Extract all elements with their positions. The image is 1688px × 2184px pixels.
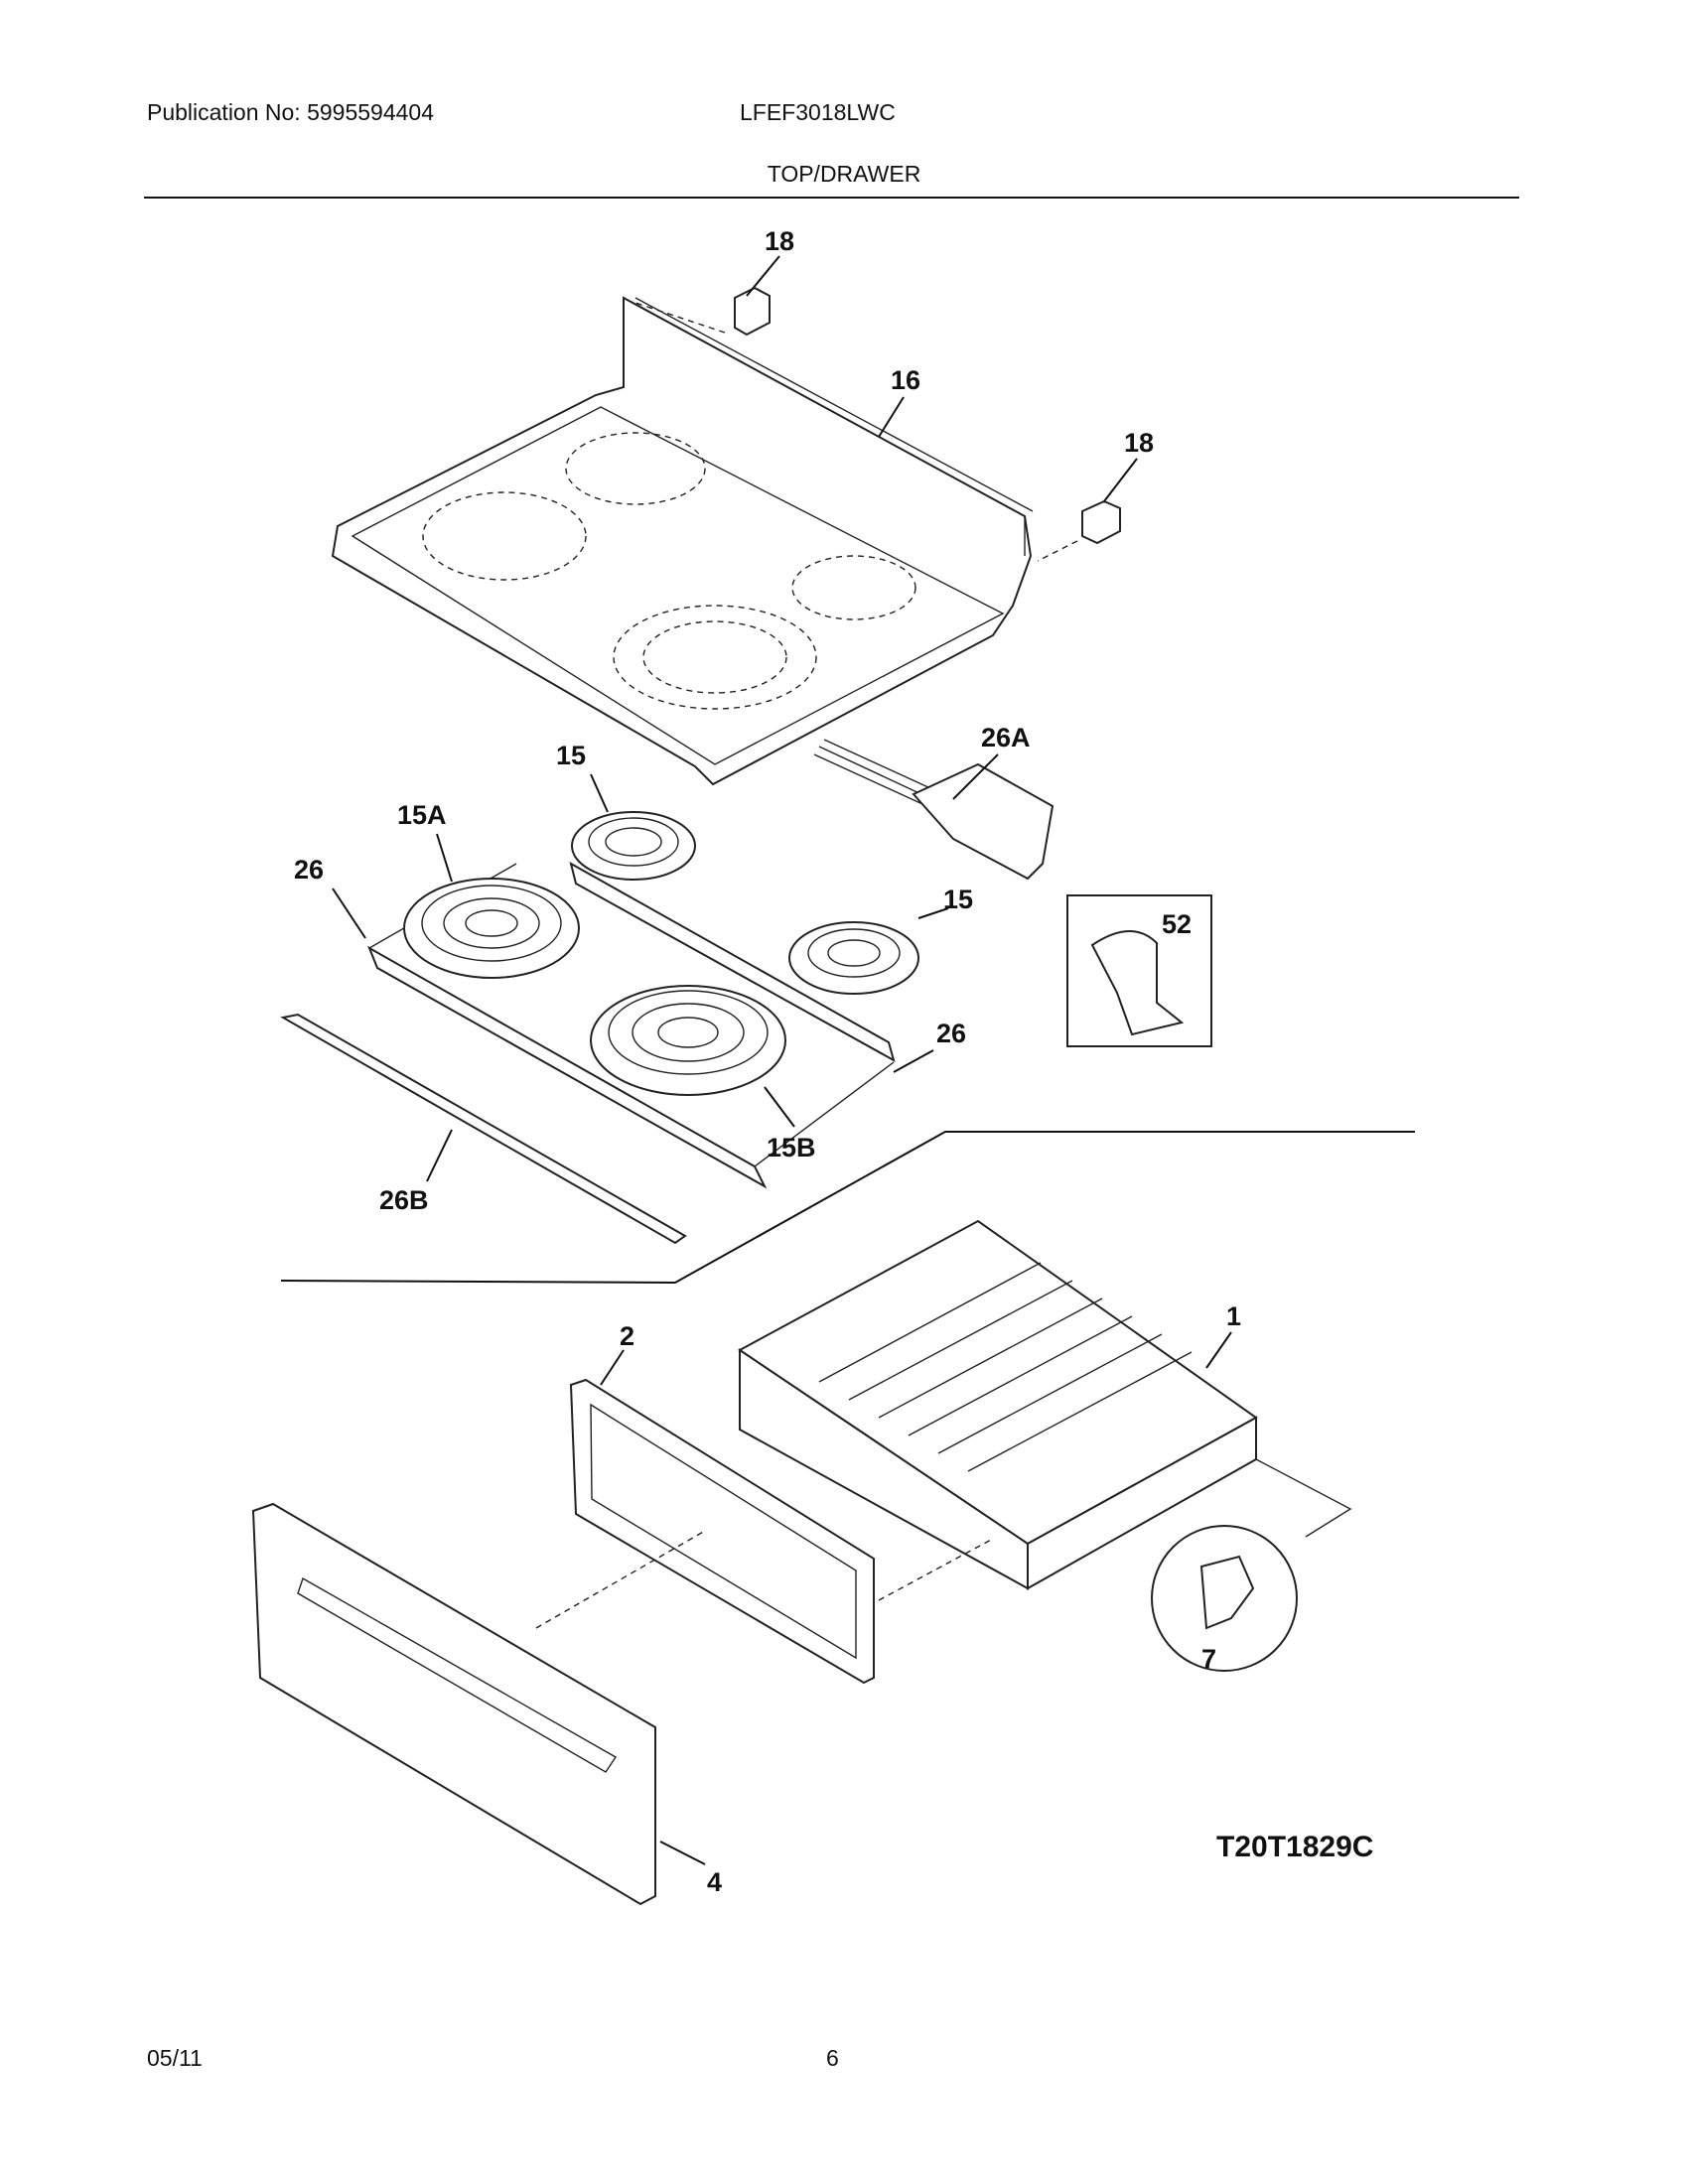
- callout-52: 52: [1162, 909, 1192, 939]
- drawer-inner-panel-part: [569, 1349, 875, 1685]
- callout-26-left: 26: [294, 855, 324, 885]
- bracket-18-upper: [634, 255, 780, 337]
- inset-7-circle: [1151, 1525, 1298, 1672]
- callout-15-right: 15: [943, 885, 973, 914]
- element-15A-left: [403, 833, 580, 979]
- callout-18-upper: 18: [765, 226, 794, 256]
- wire-harness-part: [813, 739, 1055, 881]
- bracket-18-lower: [1037, 458, 1138, 562]
- drawer-front-part: [251, 1502, 706, 1906]
- cooktop-part: [331, 296, 1034, 786]
- diagram-code: T20T1829C: [1216, 1831, 1373, 1863]
- drawer-body-part: [738, 1219, 1352, 1590]
- publication-number: Publication No: 5995594404: [147, 99, 435, 125]
- inset-52-box: [1066, 894, 1212, 1047]
- assembly-line-front: [535, 1530, 706, 1629]
- element-15B-center: [590, 985, 795, 1128]
- callout-4: 4: [707, 1867, 722, 1897]
- callout-1: 1: [1226, 1301, 1241, 1331]
- front-strip-part: [280, 1013, 687, 1245]
- callout-15-rear: 15: [556, 741, 586, 770]
- callout-26-right: 26: [936, 1019, 966, 1048]
- callout-26A: 26A: [981, 723, 1031, 752]
- callout-15A: 15A: [397, 800, 447, 830]
- section-title: TOP/DRAWER: [767, 161, 921, 187]
- callout-2: 2: [620, 1321, 634, 1351]
- callout-18-lower: 18: [1124, 428, 1154, 458]
- element-15-right: [788, 907, 949, 995]
- callout-7: 7: [1201, 1644, 1216, 1674]
- section-divider-line: [280, 1131, 1415, 1285]
- footer-page-number: 6: [826, 2045, 839, 2071]
- element-15-rear: [571, 773, 696, 881]
- header-rule: [144, 197, 1519, 199]
- model-number: LFEF3018LWC: [740, 99, 896, 125]
- callout-26B: 26B: [379, 1185, 429, 1215]
- callout-16: 16: [891, 365, 920, 395]
- footer-date: 05/11: [147, 2045, 203, 2071]
- callout-15B: 15B: [767, 1133, 816, 1162]
- assembly-line-panel: [878, 1538, 994, 1601]
- element-support-rails: [332, 861, 934, 1189]
